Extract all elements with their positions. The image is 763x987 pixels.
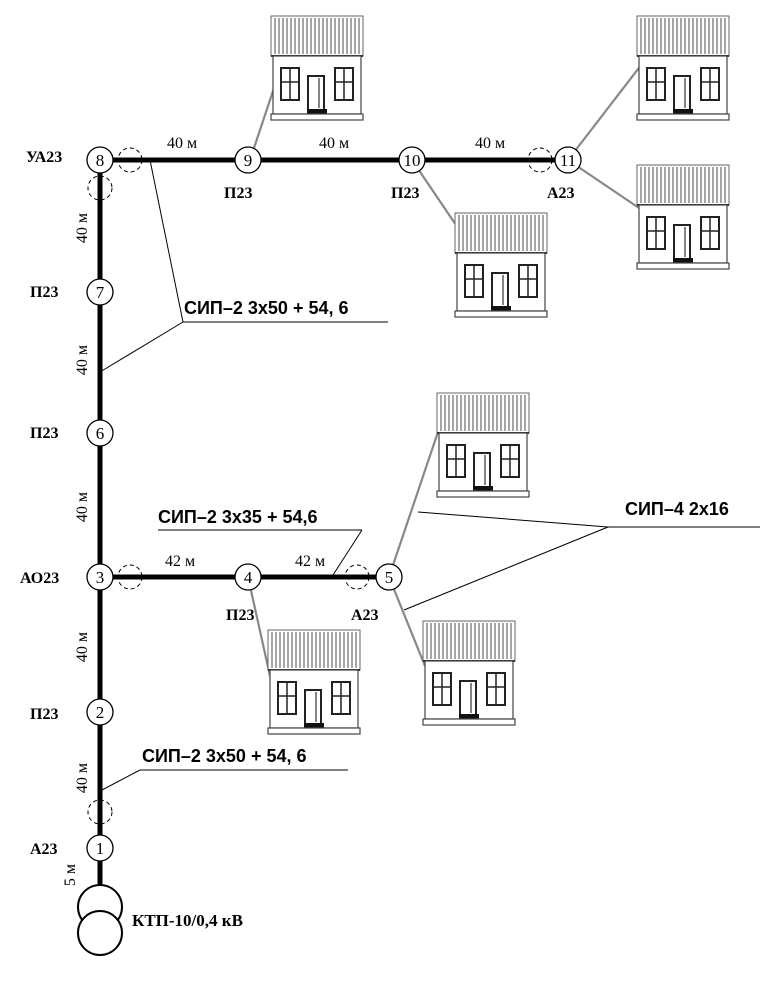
node-9-number: 9: [244, 151, 253, 170]
span-8-9: 40 м: [167, 135, 197, 152]
span-6-7: 40 м: [74, 345, 91, 375]
substation-label: КТП-10/0,4 кВ: [132, 911, 243, 930]
node-1-type: А23: [30, 841, 58, 858]
node-7-circle: [86, 278, 114, 306]
node-9-circle: [234, 146, 262, 174]
node-10-circle: [398, 146, 426, 174]
node-circles: [86, 146, 582, 862]
node-2-type: П23: [30, 706, 58, 723]
span-3-4: 42 м: [165, 553, 195, 570]
node-6-circle: [86, 419, 114, 447]
node-8-number: 8: [96, 151, 105, 170]
node-4-circle: [234, 563, 262, 591]
node-8-circle: [86, 146, 114, 174]
house-icon: [636, 164, 730, 270]
node-5-circle: [375, 563, 403, 591]
node-6-number: 6: [96, 424, 105, 443]
node-10-type: П23: [391, 185, 419, 202]
house-icon: [267, 629, 361, 735]
cable-label-branch: СИП–2 3х35 + 54,6: [158, 507, 318, 527]
span-ktp-1: 5 м: [62, 864, 79, 886]
node-11-circle: [554, 146, 582, 174]
node-7-type: П23: [30, 284, 58, 301]
span-1-2: 40 м: [74, 763, 91, 793]
house-icon: [636, 15, 730, 121]
node-5-type: А23: [351, 607, 379, 624]
node-6-type: П23: [30, 425, 58, 442]
node-3-number: 3: [96, 568, 105, 587]
house-icon: [436, 392, 530, 498]
node-1-circle: [86, 834, 114, 862]
node-2-number: 2: [96, 703, 105, 722]
house-icon: [454, 212, 548, 318]
span-7-8: 40 м: [74, 213, 91, 243]
service-drops: [246, 59, 646, 677]
span-9-10: 40 м: [319, 135, 349, 152]
cable-label-upper: СИП–2 3х50 + 54, 6: [184, 298, 349, 318]
leader-lines: [99, 159, 760, 791]
node-9-type: П23: [224, 185, 252, 202]
node-2-circle: [86, 698, 114, 726]
span-2-3: 40 м: [74, 632, 91, 662]
node-3-circle: [86, 563, 114, 591]
node-8-type: УА23: [26, 149, 62, 166]
node-11-number: 11: [560, 151, 576, 170]
house-icon: [422, 620, 516, 726]
node-3-type: АО23: [20, 570, 59, 587]
node-4-type: П23: [226, 607, 254, 624]
node-7-number: 7: [96, 283, 105, 302]
transformer-icon: [77, 884, 123, 956]
node-5-number: 5: [385, 568, 394, 587]
house-icon: [270, 15, 364, 121]
node-10-number: 10: [404, 151, 421, 170]
span-10-11: 40 м: [475, 135, 505, 152]
span-3-6: 40 м: [74, 492, 91, 522]
span-4-5: 42 м: [295, 553, 325, 570]
cable-label-lower: СИП–2 3х50 + 54, 6: [142, 746, 307, 766]
node-1-number: 1: [96, 839, 105, 858]
node-11-type: А23: [547, 185, 575, 202]
cable-label-services: СИП–4 2х16: [625, 499, 729, 519]
node-4-number: 4: [244, 568, 253, 587]
